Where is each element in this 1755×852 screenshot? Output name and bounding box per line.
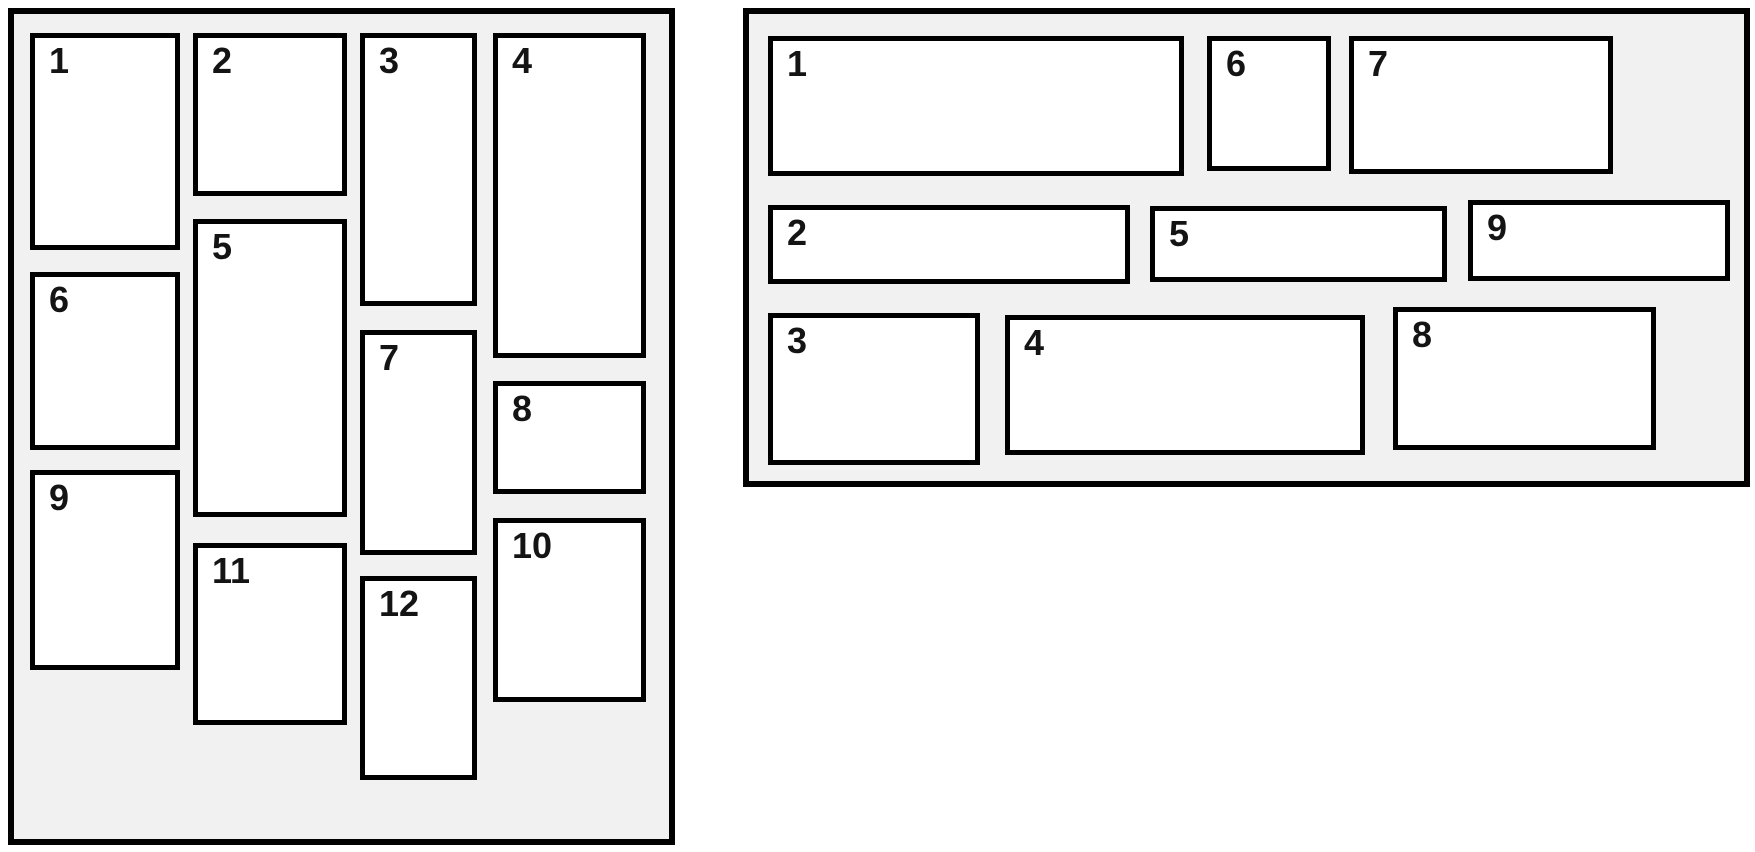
box-number-label: 1 (787, 43, 808, 84)
masonry-item-5: 5 (1150, 206, 1447, 282)
masonry-item-1: 1 (30, 33, 180, 250)
box-number-label: 5 (1169, 213, 1190, 254)
masonry-item-3: 3 (768, 313, 980, 465)
box-number-label: 1 (49, 40, 70, 81)
box-number-label: 8 (512, 388, 533, 429)
masonry-item-8: 8 (493, 381, 646, 494)
masonry-item-4: 4 (1005, 315, 1365, 455)
box-number-label: 6 (1226, 43, 1247, 84)
box-number-label: 2 (787, 212, 808, 253)
masonry-item-8: 8 (1393, 307, 1656, 450)
masonry-item-3: 3 (360, 33, 477, 306)
masonry-item-1: 1 (768, 36, 1184, 176)
box-number-label: 3 (379, 40, 400, 81)
masonry-item-2: 2 (193, 33, 347, 196)
box-number-label: 8 (1412, 314, 1433, 355)
masonry-item-9: 9 (30, 470, 180, 670)
masonry-item-6: 6 (30, 272, 180, 450)
box-number-label: 9 (1487, 207, 1508, 248)
box-number-label: 4 (1024, 322, 1045, 363)
masonry-item-7: 7 (360, 330, 477, 555)
masonry-item-7: 7 (1349, 36, 1613, 174)
masonry-item-9: 9 (1468, 200, 1730, 281)
box-number-label: 11 (212, 550, 251, 591)
horizontal-masonry-panel: 1 6 7 2 5 9 3 4 8 (743, 8, 1750, 487)
box-number-label: 3 (787, 320, 808, 361)
box-number-label: 5 (212, 226, 233, 267)
box-number-label: 12 (379, 583, 420, 624)
masonry-item-12: 12 (360, 576, 477, 780)
masonry-item-2: 2 (768, 205, 1130, 284)
box-number-label: 2 (212, 40, 233, 81)
masonry-item-10: 10 (493, 518, 646, 702)
box-number-label: 4 (512, 40, 533, 81)
box-number-label: 7 (1368, 43, 1389, 84)
box-number-label: 9 (49, 477, 70, 518)
masonry-item-5: 5 (193, 219, 347, 517)
box-number-label: 7 (379, 337, 400, 378)
masonry-item-4: 4 (493, 33, 646, 358)
masonry-item-11: 11 (193, 543, 347, 725)
box-number-label: 6 (49, 279, 70, 320)
box-number-label: 10 (512, 525, 553, 566)
masonry-item-6: 6 (1207, 36, 1331, 171)
